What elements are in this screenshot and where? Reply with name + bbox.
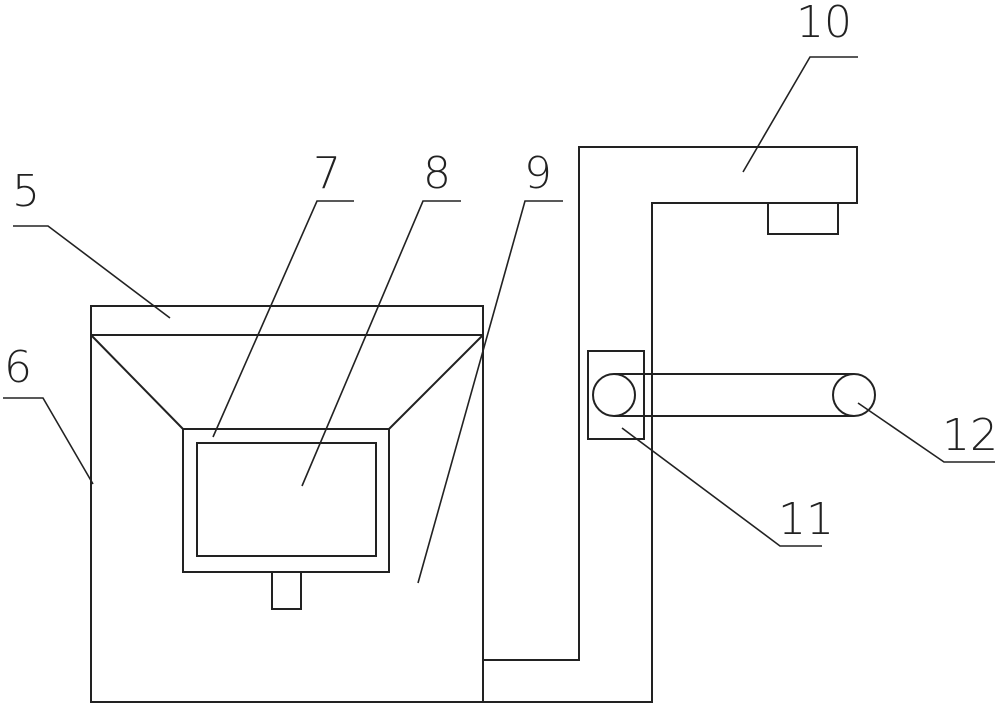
leader-5 [13, 226, 170, 318]
leader-7 [213, 201, 354, 437]
leader-9 [418, 201, 563, 583]
callout-9: 9 [524, 148, 552, 199]
dispensing-head [768, 203, 838, 234]
container-outer [183, 429, 389, 572]
callout-10: 10 [796, 0, 852, 48]
callout-11: 11 [778, 494, 834, 545]
container-inner [197, 443, 376, 556]
main-housing [91, 306, 483, 702]
hopper-right-wall [389, 335, 483, 429]
drive-pulley [593, 374, 635, 416]
outlet-nozzle [272, 572, 301, 609]
hopper-left-wall [91, 335, 183, 429]
callout-6: 6 [4, 342, 32, 393]
leader-10 [743, 57, 858, 172]
callout-5: 5 [12, 166, 40, 217]
callout-8: 8 [423, 148, 451, 199]
callout-7: 7 [313, 148, 341, 199]
callout-12: 12 [942, 410, 998, 461]
support-arm [483, 147, 857, 702]
leader-6 [3, 398, 93, 484]
